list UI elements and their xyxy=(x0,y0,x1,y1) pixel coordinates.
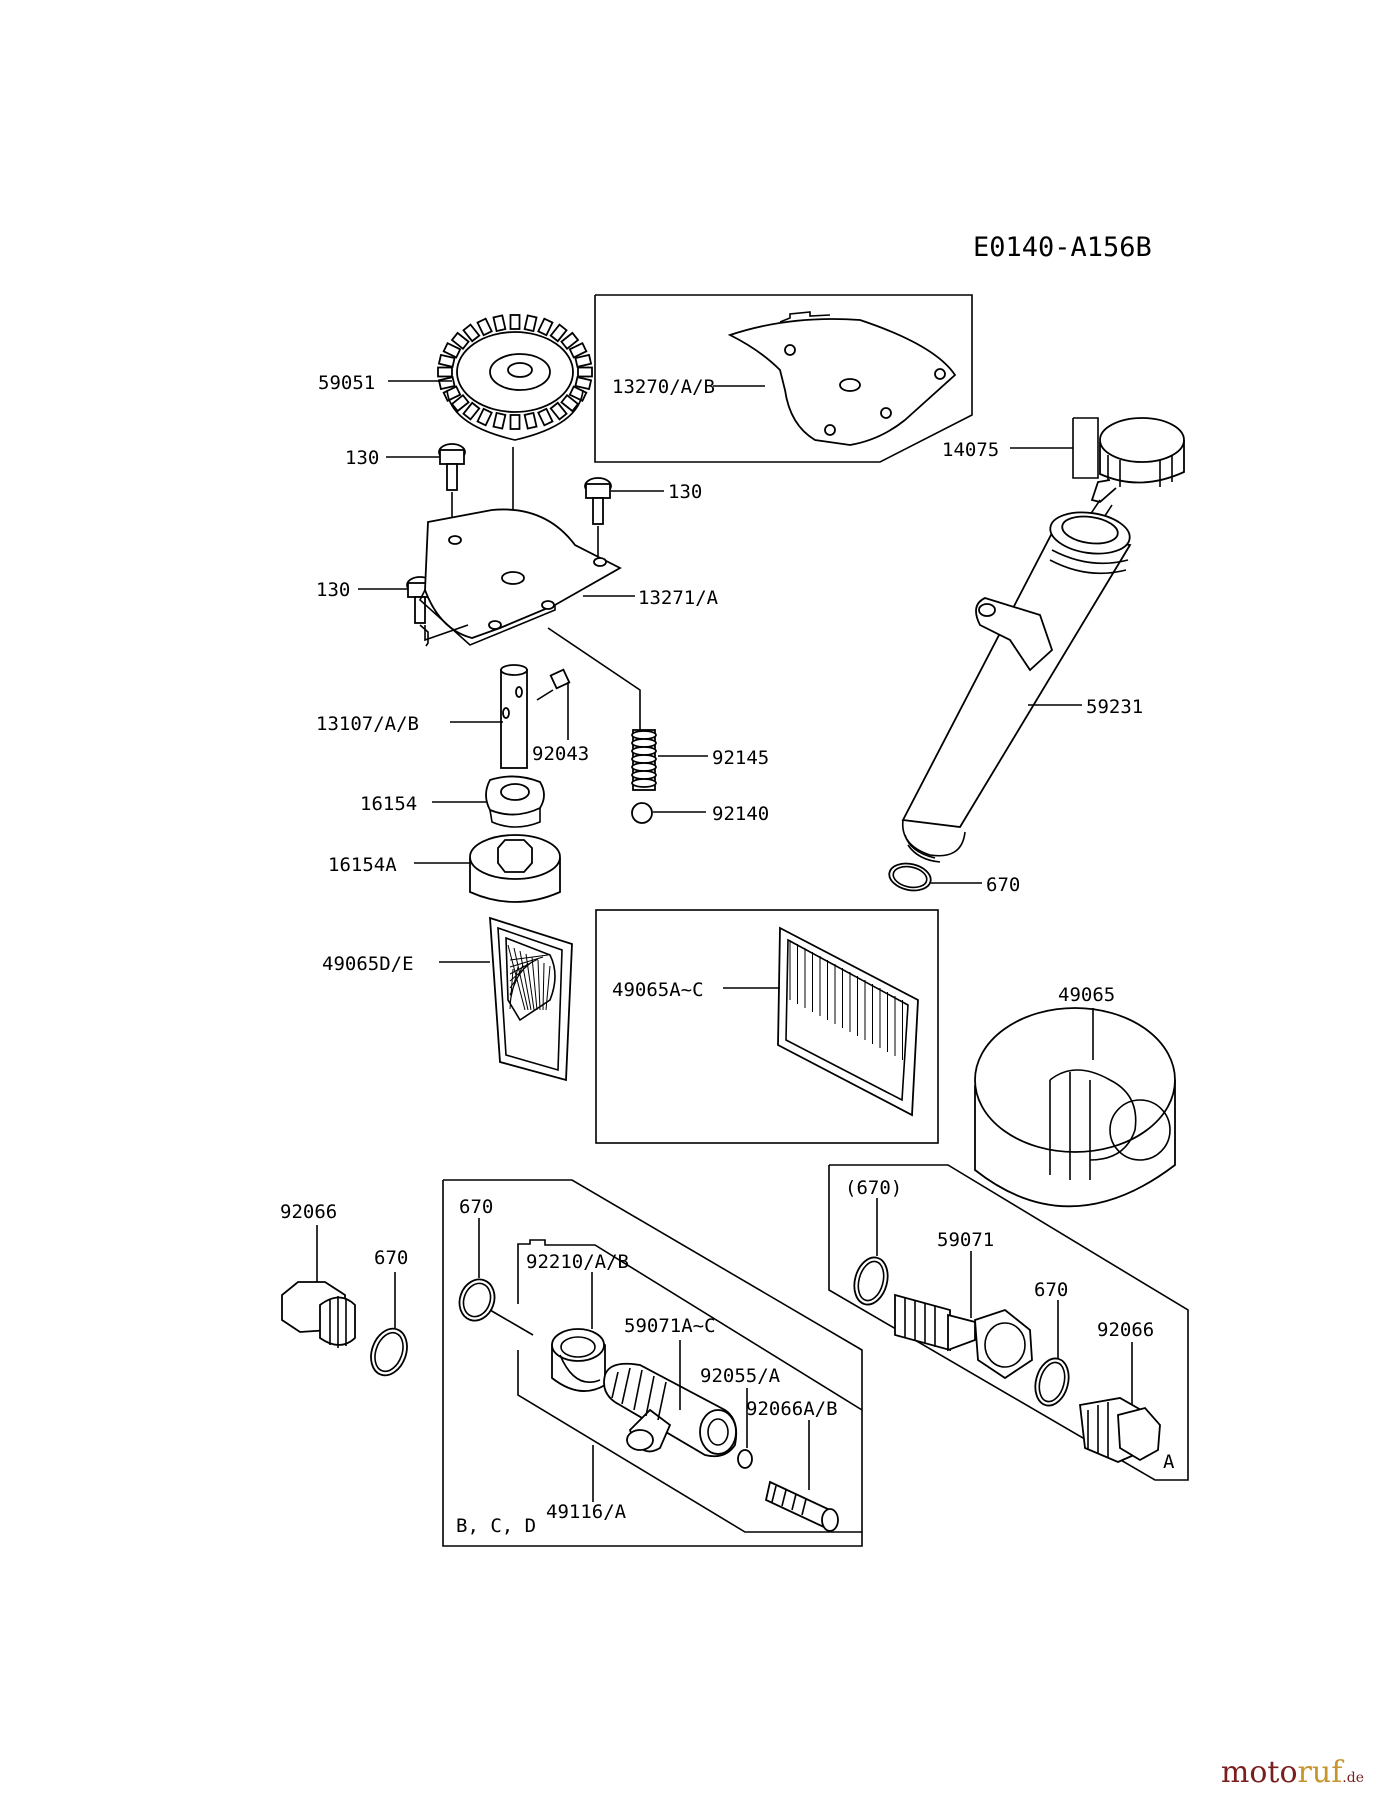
plug-small-part xyxy=(764,1480,839,1532)
label-59071: 59071 xyxy=(937,1229,994,1251)
spring-part xyxy=(631,729,657,791)
nut-part xyxy=(551,1328,606,1392)
oring-small-part xyxy=(737,1449,753,1469)
oring-kit-part xyxy=(458,1278,496,1322)
shaft-part xyxy=(500,664,528,769)
oring-left-part xyxy=(370,1327,408,1377)
label-59071AC: 59071A~C xyxy=(624,1315,716,1337)
watermark-part-b: ruf xyxy=(1297,1755,1343,1790)
watermark-logo: motoruf.de xyxy=(1221,1755,1364,1790)
ball-part xyxy=(631,802,653,824)
drain-plug-left-part xyxy=(281,1281,356,1348)
label-130-c: 130 xyxy=(316,579,350,601)
label-13107: 13107/A/B xyxy=(316,713,419,735)
dipstick-tube-part xyxy=(901,511,1132,863)
pin-part xyxy=(549,668,571,690)
label-13270: 13270/A/B xyxy=(612,376,715,398)
diagram-code: E0140-A156B xyxy=(973,232,1152,263)
label-670-right: 670 xyxy=(1034,1279,1068,1301)
label-670-kit: 670 xyxy=(459,1196,493,1218)
dipstick-cap-part xyxy=(1069,417,1185,549)
label-92066-right: 92066 xyxy=(1097,1319,1154,1341)
label-670-optional: (670) xyxy=(845,1177,902,1199)
watermark-part-c: .de xyxy=(1342,1770,1364,1786)
label-92055: 92055/A xyxy=(700,1365,781,1387)
kit-box-a xyxy=(828,1164,1189,1481)
label-59231: 59231 xyxy=(1086,696,1143,718)
label-49116: 49116/A xyxy=(546,1501,627,1523)
label-92043: 92043 xyxy=(532,743,589,765)
strainer-small-part xyxy=(489,916,573,1082)
label-92066-left: 92066 xyxy=(280,1201,337,1223)
bolt-part-1 xyxy=(438,443,466,491)
oil-filter-part xyxy=(974,1007,1176,1208)
label-14075: 14075 xyxy=(942,439,999,461)
outer-rotor-part xyxy=(469,834,561,903)
label-670-left: 670 xyxy=(374,1247,408,1269)
bolt-part-2 xyxy=(584,477,612,525)
label-92066AB: 92066A/B xyxy=(746,1398,838,1420)
label-49065AC: 49065A~C xyxy=(612,979,704,1001)
variant-a: A xyxy=(1163,1451,1175,1473)
label-92145: 92145 xyxy=(712,747,769,769)
label-92140: 92140 xyxy=(712,803,769,825)
fitting-part xyxy=(603,1362,738,1458)
kit-box xyxy=(442,1179,863,1547)
label-59051: 59051 xyxy=(318,372,375,394)
inner-rotor-part xyxy=(485,775,545,828)
cover-plate-box xyxy=(594,294,973,463)
kit-variants: B, C, D xyxy=(456,1515,536,1537)
strainer-large-box xyxy=(595,909,939,1144)
label-16154A: 16154A xyxy=(328,854,397,876)
label-130-a: 130 xyxy=(345,447,379,469)
label-92210: 92210/A/B xyxy=(526,1251,629,1273)
gear-part xyxy=(437,314,593,441)
label-13271: 13271/A xyxy=(638,587,719,609)
label-670-tube: 670 xyxy=(986,874,1020,896)
strainer-large-part xyxy=(777,926,919,1117)
label-130-b: 130 xyxy=(668,481,702,503)
drain-plug-right-part xyxy=(1079,1397,1161,1463)
bolt-fitting-part xyxy=(894,1293,1033,1380)
label-49065DE: 49065D/E xyxy=(322,953,414,975)
label-49065: 49065 xyxy=(1058,984,1115,1006)
label-16154: 16154 xyxy=(360,793,417,815)
watermark-part-a: moto xyxy=(1220,1755,1298,1790)
pump-cover-part xyxy=(419,508,622,646)
